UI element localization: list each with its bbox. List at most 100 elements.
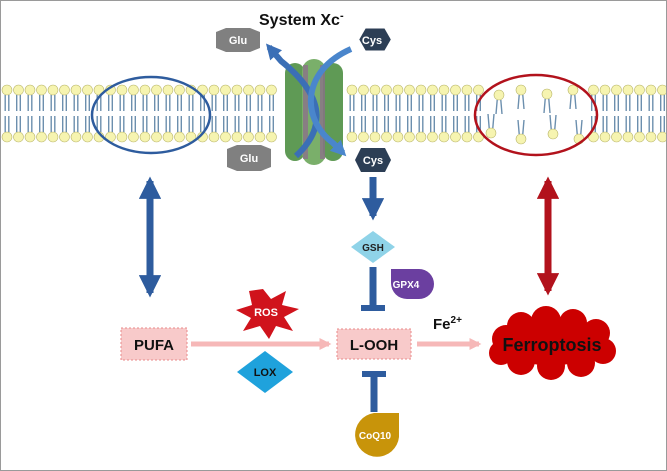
lipid-head	[151, 84, 162, 96]
lipid-head	[220, 84, 231, 96]
lipid-tail	[73, 95, 79, 111]
lipid-tail	[602, 95, 608, 111]
lipid-head	[485, 127, 497, 139]
lipid-tail	[154, 116, 159, 132]
lipid-tail	[648, 95, 654, 111]
lipid-tail	[85, 95, 90, 111]
lox-node: LOX	[237, 351, 293, 393]
lipid-head	[151, 131, 162, 143]
lipid-head	[346, 84, 358, 96]
lipid-head	[415, 131, 427, 143]
lipid-tail	[50, 116, 56, 132]
lipid-tail	[349, 95, 355, 111]
lipid-tail	[569, 94, 577, 110]
lipid-tail	[395, 116, 401, 132]
lipid-head	[82, 84, 93, 96]
lipid-tail	[453, 116, 458, 132]
lipid-tail	[575, 119, 583, 135]
lipid-tail	[517, 94, 525, 110]
lipid-head	[381, 131, 392, 143]
svg-text:L-OOH: L-OOH	[350, 337, 398, 354]
lipid-tail	[131, 116, 136, 132]
lipid-tail	[441, 116, 447, 132]
lipid-tail	[27, 116, 33, 132]
lipid-head	[128, 84, 139, 96]
lipid-head	[622, 84, 634, 96]
svg-text:PUFA: PUFA	[134, 337, 174, 354]
lipid-tail	[108, 95, 113, 111]
lipid-head	[611, 84, 622, 96]
lipid-head	[622, 131, 634, 143]
lipid-head	[70, 131, 82, 143]
lipid-head	[1, 131, 13, 143]
lipid-tail	[119, 95, 125, 111]
cys-import-arrow	[307, 46, 353, 157]
svg-text:Ferroptosis: Ferroptosis	[502, 335, 601, 355]
lipid-tail	[614, 95, 619, 111]
lipid-tail	[39, 116, 44, 132]
lipid-bilayer-membrane	[1, 84, 666, 145]
lipid-tail	[384, 116, 389, 132]
svg-text:Glu: Glu	[240, 153, 258, 165]
lipid-head	[541, 88, 553, 100]
lipid-head	[266, 84, 277, 96]
lipid-head	[231, 131, 243, 143]
lipid-head	[24, 84, 36, 96]
lipid-head	[567, 84, 579, 96]
lipid-head	[404, 131, 415, 143]
lipid-tail	[16, 116, 21, 132]
ferroptosis-node: Ferroptosis	[489, 306, 616, 380]
lipid-tail	[62, 95, 67, 111]
glu-export-arrow	[265, 43, 320, 159]
svg-text:LOX: LOX	[254, 367, 277, 379]
lipid-tail	[4, 95, 10, 111]
lipid-tail	[361, 116, 366, 132]
lipid-head	[634, 131, 645, 143]
svg-text:Cys: Cys	[362, 35, 382, 47]
lipid-head	[254, 84, 266, 96]
intact-membrane-region	[90, 75, 212, 155]
lipid-tail	[177, 95, 182, 111]
lipid-head	[139, 131, 151, 143]
svg-text:Cys: Cys	[363, 155, 383, 167]
lipid-tail	[154, 95, 159, 111]
lipid-head	[392, 131, 404, 143]
cys-top-node: Cys	[359, 28, 391, 51]
lipid-tail	[418, 95, 424, 111]
system-xc-transporter	[265, 43, 353, 165]
svg-text:ROS: ROS	[254, 307, 278, 319]
lipid-tail	[188, 95, 194, 111]
lipid-head	[13, 131, 24, 143]
lipid-head	[657, 131, 666, 143]
lipid-tail	[119, 116, 125, 132]
lipid-head	[392, 84, 404, 96]
lipid-tail	[361, 95, 366, 111]
lipid-tail	[73, 116, 79, 132]
lipid-head	[473, 84, 484, 96]
lipid-head	[220, 131, 231, 143]
system-xc-title: System Xc-	[259, 10, 344, 29]
lipid-tail	[223, 116, 228, 132]
coq10-inhibition-bar	[362, 371, 386, 412]
lipid-tail	[395, 95, 401, 111]
lipid-head	[645, 131, 657, 143]
lipid-head	[515, 133, 527, 145]
lipid-head	[599, 84, 611, 96]
lipid-head	[59, 84, 70, 96]
lipid-head	[47, 84, 59, 96]
ros-node: ROS	[236, 289, 299, 339]
glu-bottom-node: Glu	[227, 145, 271, 171]
lipid-head	[162, 84, 174, 96]
lipid-head	[254, 131, 266, 143]
lipid-tail	[637, 95, 642, 111]
lipid-head	[461, 131, 473, 143]
lipid-head	[36, 131, 47, 143]
lipid-tail	[269, 95, 274, 111]
lipid-head	[369, 84, 381, 96]
looh-node: L-OOH	[336, 328, 412, 360]
lipid-head	[208, 131, 220, 143]
coq10-node: CoQ10	[355, 413, 399, 457]
lipid-head	[369, 131, 381, 143]
lipid-head	[116, 84, 128, 96]
lipid-head	[588, 84, 599, 96]
